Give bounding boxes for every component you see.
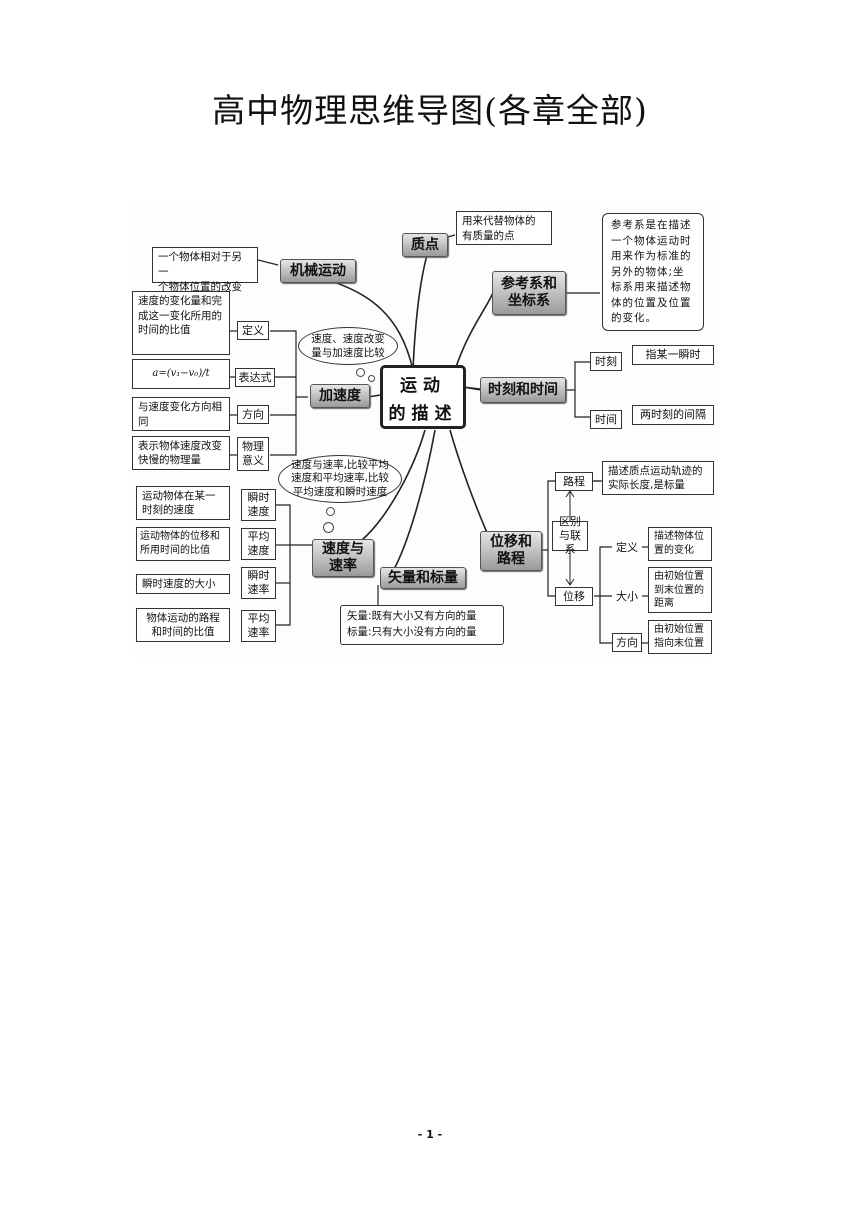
displacement-label-line2: 路程 xyxy=(497,551,525,567)
page-number: - 1 - xyxy=(417,1128,443,1141)
velocity-compare-note: 速度与速率,比较平均速度和平均速率,比较平均速度和瞬时速度 xyxy=(278,455,402,503)
disp-definition-label: 定义 xyxy=(616,540,638,554)
instant-speed-label: 瞬时速率 xyxy=(241,567,276,599)
vector-scalar-note: 矢量:既有大小又有方向的量 标量:只有大小没有方向的量 xyxy=(340,605,504,645)
average-velocity-note: 运动物体的位移和所用时间的比值 xyxy=(136,527,230,561)
mind-map: 运动 的描述 质点 用来代替物体的 有质量的点 机械运动 一个物体相对于另一 个… xyxy=(130,205,718,657)
central-topic: 运动 的描述 xyxy=(380,365,466,429)
interval-note: 两时刻的间隔 xyxy=(632,405,714,425)
particle-note-line1: 用来代替物体的 xyxy=(462,215,536,227)
interval-label: 时间 xyxy=(590,410,622,429)
acceleration-node: 加速度 xyxy=(310,384,370,408)
acceleration-direction-note: 与速度变化方向相同 xyxy=(132,397,230,431)
instant-speed-note: 瞬时速度的大小 xyxy=(136,574,230,594)
velocity-node: 速度与 速率 xyxy=(312,539,374,577)
average-velocity-label: 平均速度 xyxy=(241,528,276,560)
central-topic-line2: 的描述 xyxy=(388,404,458,424)
central-topic-line1: 运动 xyxy=(400,376,446,396)
acceleration-compare-note: 速度、速度改变量与加速度比较 xyxy=(298,327,398,365)
disp-magnitude-note: 由初始位置到末位置的距离 xyxy=(648,567,712,613)
thought-bubble-dot xyxy=(323,522,334,533)
moment-label: 时刻 xyxy=(590,352,622,371)
acceleration-direction-label: 方向 xyxy=(237,405,269,424)
acceleration-formula-label: 表达式 xyxy=(235,368,275,387)
thought-bubble-dot xyxy=(368,375,375,382)
moment-note: 指某一瞬时 xyxy=(632,345,714,365)
displacement-node: 位移和 路程 xyxy=(480,531,542,571)
disp-magnitude-label: 大小 xyxy=(616,589,638,603)
connector-lines xyxy=(230,234,648,644)
velocity-label-line2: 速率 xyxy=(329,558,357,574)
acceleration-formula: a=(v₁−v₀)/t xyxy=(132,359,230,389)
displacement-label-line1: 位移和 xyxy=(490,534,532,550)
particle-note-line2: 有质量的点 xyxy=(462,230,515,242)
acceleration-definition-note: 速度的变化量和完成这一变化所用的时间的比值 xyxy=(132,291,230,355)
instant-velocity-note: 运动物体在某一时刻的速度 xyxy=(136,486,230,520)
acceleration-definition-label: 定义 xyxy=(237,321,269,340)
disp-definition-note: 描述物体位置的变化 xyxy=(648,527,712,561)
reference-frame-label-line1: 参考系和 xyxy=(501,276,557,292)
particle-note: 用来代替物体的 有质量的点 xyxy=(456,211,552,245)
path-label: 路程 xyxy=(555,472,593,491)
instant-velocity-label: 瞬时速度 xyxy=(241,489,276,521)
vector-scalar-node: 矢量和标量 xyxy=(380,567,466,589)
scalar-definition: 标量:只有大小没有方向的量 xyxy=(347,626,477,638)
reference-frame-node: 参考系和 坐标系 xyxy=(492,271,566,315)
velocity-label-line1: 速度与 xyxy=(322,541,364,557)
thought-bubble-dot xyxy=(356,368,365,377)
average-speed-label: 平均速率 xyxy=(241,610,276,642)
disp-direction-label: 方向 xyxy=(612,633,642,652)
vector-definition: 矢量:既有大小又有方向的量 xyxy=(347,610,477,622)
displacement-label: 位移 xyxy=(555,587,593,606)
mechanical-motion-node: 机械运动 xyxy=(280,259,356,283)
acceleration-meaning-note: 表示物体速度改变快慢的物理量 xyxy=(132,436,230,470)
time-node: 时刻和时间 xyxy=(480,377,566,403)
average-speed-note: 物体运动的路程和时间的比值 xyxy=(136,608,230,642)
difference-relation-label: 区别与联系 xyxy=(552,515,588,556)
page-title: 高中物理思维导图(各章全部) xyxy=(212,91,648,130)
path-note: 描述质点运动轨迹的实际长度,是标量 xyxy=(602,461,714,495)
thought-bubble-dot xyxy=(326,507,335,516)
particle-node: 质点 xyxy=(402,233,448,257)
acceleration-meaning-label: 物理意义 xyxy=(237,437,269,471)
mechanical-motion-note: 一个物体相对于另一 个物体位置的改变 xyxy=(152,247,258,293)
mechanical-motion-note-line2: 个物体位置的改变 xyxy=(158,281,242,293)
disp-direction-note: 由初始位置指向末位置 xyxy=(648,620,712,654)
reference-frame-label-line2: 坐标系 xyxy=(508,293,550,309)
reference-frame-note: 参考系是在描述一个物体运动时用来作为标准的另外的物体;坐标系用来描述物体的位置及… xyxy=(602,213,704,331)
mechanical-motion-note-line1: 一个物体相对于另一 xyxy=(158,251,242,278)
